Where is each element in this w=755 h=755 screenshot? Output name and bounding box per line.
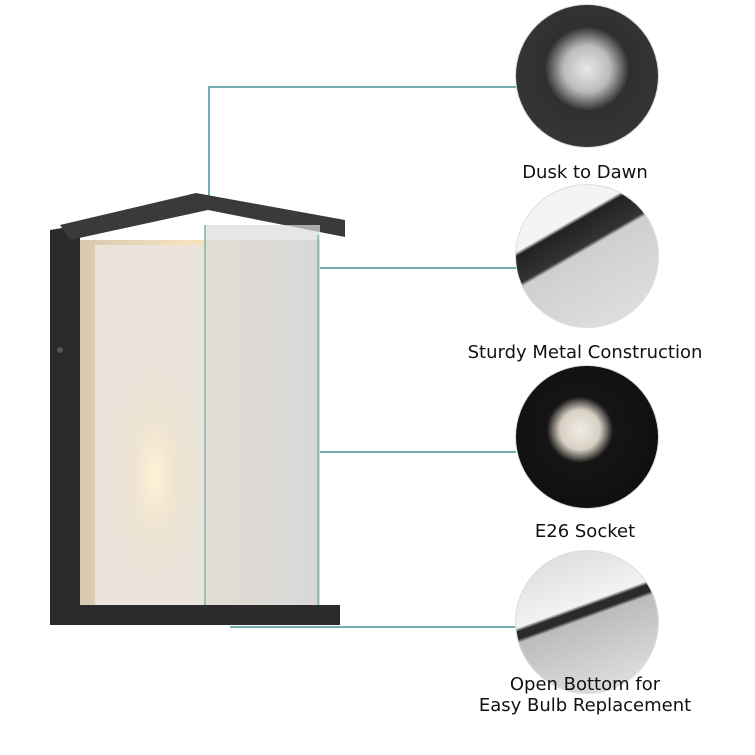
e26-socket-image: [515, 365, 659, 509]
feature-label-line1: Open Bottom for: [509, 674, 661, 695]
feature-label-e26-socket: E26 Socket: [534, 521, 636, 542]
feature-label-line2: Easy Bulb Replacement: [478, 695, 692, 716]
lantern-product-image: [50, 193, 345, 625]
feature-label-sturdy-metal: Sturdy Metal Construction: [467, 342, 703, 363]
feature-label-dusk-to-dawn: Dusk to Dawn: [522, 162, 648, 183]
metal-construction-image: [515, 184, 659, 328]
open-bottom-image: [515, 550, 659, 694]
feature-label-open-bottom: Open Bottom for Easy Bulb Replacement: [440, 674, 730, 716]
dusk-to-dawn-sensor-image: [515, 4, 659, 148]
